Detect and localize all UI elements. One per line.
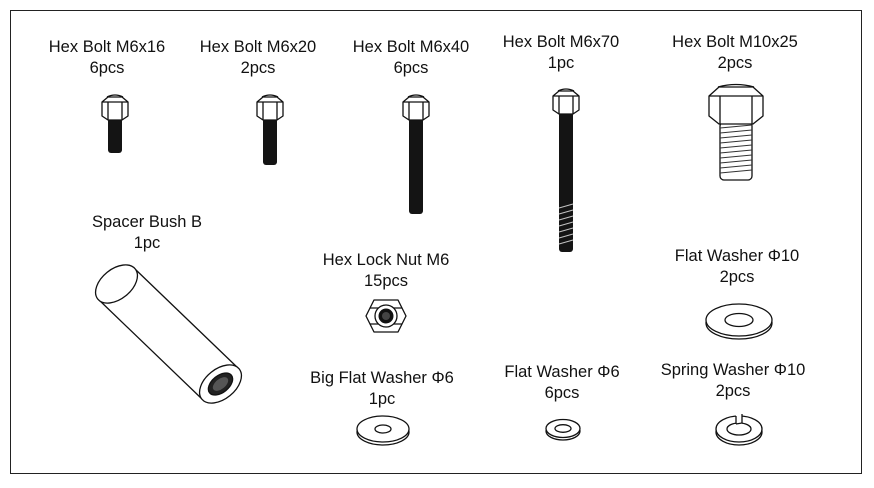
hex-bolt-m6x40-drawing xyxy=(402,94,430,214)
part-name: Hex Bolt M6x40 xyxy=(352,38,470,56)
label-hex-bolt-m10x25: Hex Bolt M10x25 2pcs xyxy=(672,32,798,74)
part-name: Spring Washer Φ10 xyxy=(660,361,806,379)
label-flat-washer-6: Flat Washer Φ6 6pcs xyxy=(504,362,619,404)
hex-bolt-m6x20-drawing xyxy=(256,94,284,165)
label-spacer-bush-b: Spacer Bush B 1pc xyxy=(92,212,202,254)
label-hex-bolt-m6x20: Hex Bolt M6x20 2pcs xyxy=(200,37,316,79)
label-flat-washer-10: Flat Washer Φ10 2pcs xyxy=(675,246,799,288)
part-qty: 15pcs xyxy=(363,272,409,290)
part-qty: 2pcs xyxy=(719,268,755,286)
part-qty: 6pcs xyxy=(89,59,125,77)
hex-lock-nut-drawing xyxy=(365,299,407,333)
label-hex-bolt-m6x16: Hex Bolt M6x16 6pcs xyxy=(49,37,165,79)
part-name: Big Flat Washer Φ6 xyxy=(310,369,454,387)
spacer-bush-drawing xyxy=(94,264,243,404)
hex-bolt-m10x25-drawing xyxy=(708,83,764,181)
part-qty: 1pc xyxy=(368,390,396,408)
part-qty: 6pcs xyxy=(544,384,580,402)
label-hex-bolt-m6x70: Hex Bolt M6x70 1pc xyxy=(503,32,619,74)
label-big-flat-washer-6: Big Flat Washer Φ6 1pc xyxy=(310,368,454,410)
part-name: Hex Bolt M6x20 xyxy=(199,38,317,56)
spring-washer-10-drawing xyxy=(715,414,763,446)
part-qty: 1pc xyxy=(547,54,575,72)
big-flat-washer-6-drawing xyxy=(356,415,410,446)
part-qty: 1pc xyxy=(133,234,161,252)
part-name: Hex Bolt M6x70 xyxy=(502,33,620,51)
part-name: Hex Lock Nut M6 xyxy=(322,251,450,269)
part-name: Flat Washer Φ6 xyxy=(504,363,620,381)
part-qty: 2pcs xyxy=(240,59,276,77)
part-name: Hex Bolt M6x16 xyxy=(48,38,166,56)
part-qty: 6pcs xyxy=(393,59,429,77)
flat-washer-10-drawing xyxy=(705,303,773,340)
part-qty: 2pcs xyxy=(715,382,751,400)
hex-bolt-m6x70-drawing xyxy=(552,88,580,252)
part-name: Hex Bolt M10x25 xyxy=(672,33,798,51)
label-spring-washer-10: Spring Washer Φ10 2pcs xyxy=(661,360,806,402)
label-hex-lock-nut-m6: Hex Lock Nut M6 15pcs xyxy=(323,250,450,292)
part-name: Spacer Bush B xyxy=(91,213,203,231)
label-hex-bolt-m6x40: Hex Bolt M6x40 6pcs xyxy=(353,37,469,79)
flat-washer-6-drawing xyxy=(545,418,581,441)
part-name: Flat Washer Φ10 xyxy=(674,247,800,265)
part-qty: 2pcs xyxy=(717,54,753,72)
hex-bolt-m6x16-drawing xyxy=(101,94,129,153)
